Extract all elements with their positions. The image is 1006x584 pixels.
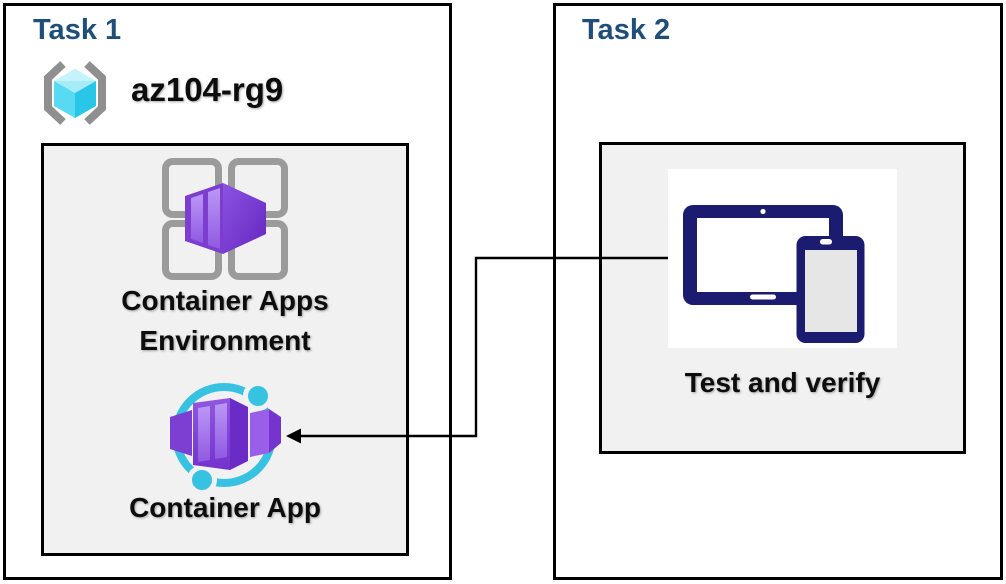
verify-label: Test and verify [684, 367, 881, 398]
tablet-and-phone-devices-icon [683, 205, 865, 343]
resource-group-name: az104-rg9 [131, 71, 284, 108]
task1-title: Task 1 [33, 14, 122, 46]
container-apps-environment-icon [162, 158, 288, 280]
container-app-icon [170, 381, 281, 493]
container-app-label: Container App [129, 492, 321, 523]
environment-label: Container Apps Environment [121, 285, 329, 356]
task2-title: Task 2 [582, 14, 671, 46]
azure-resource-group-icon [44, 61, 106, 125]
devices-panel [668, 169, 897, 348]
